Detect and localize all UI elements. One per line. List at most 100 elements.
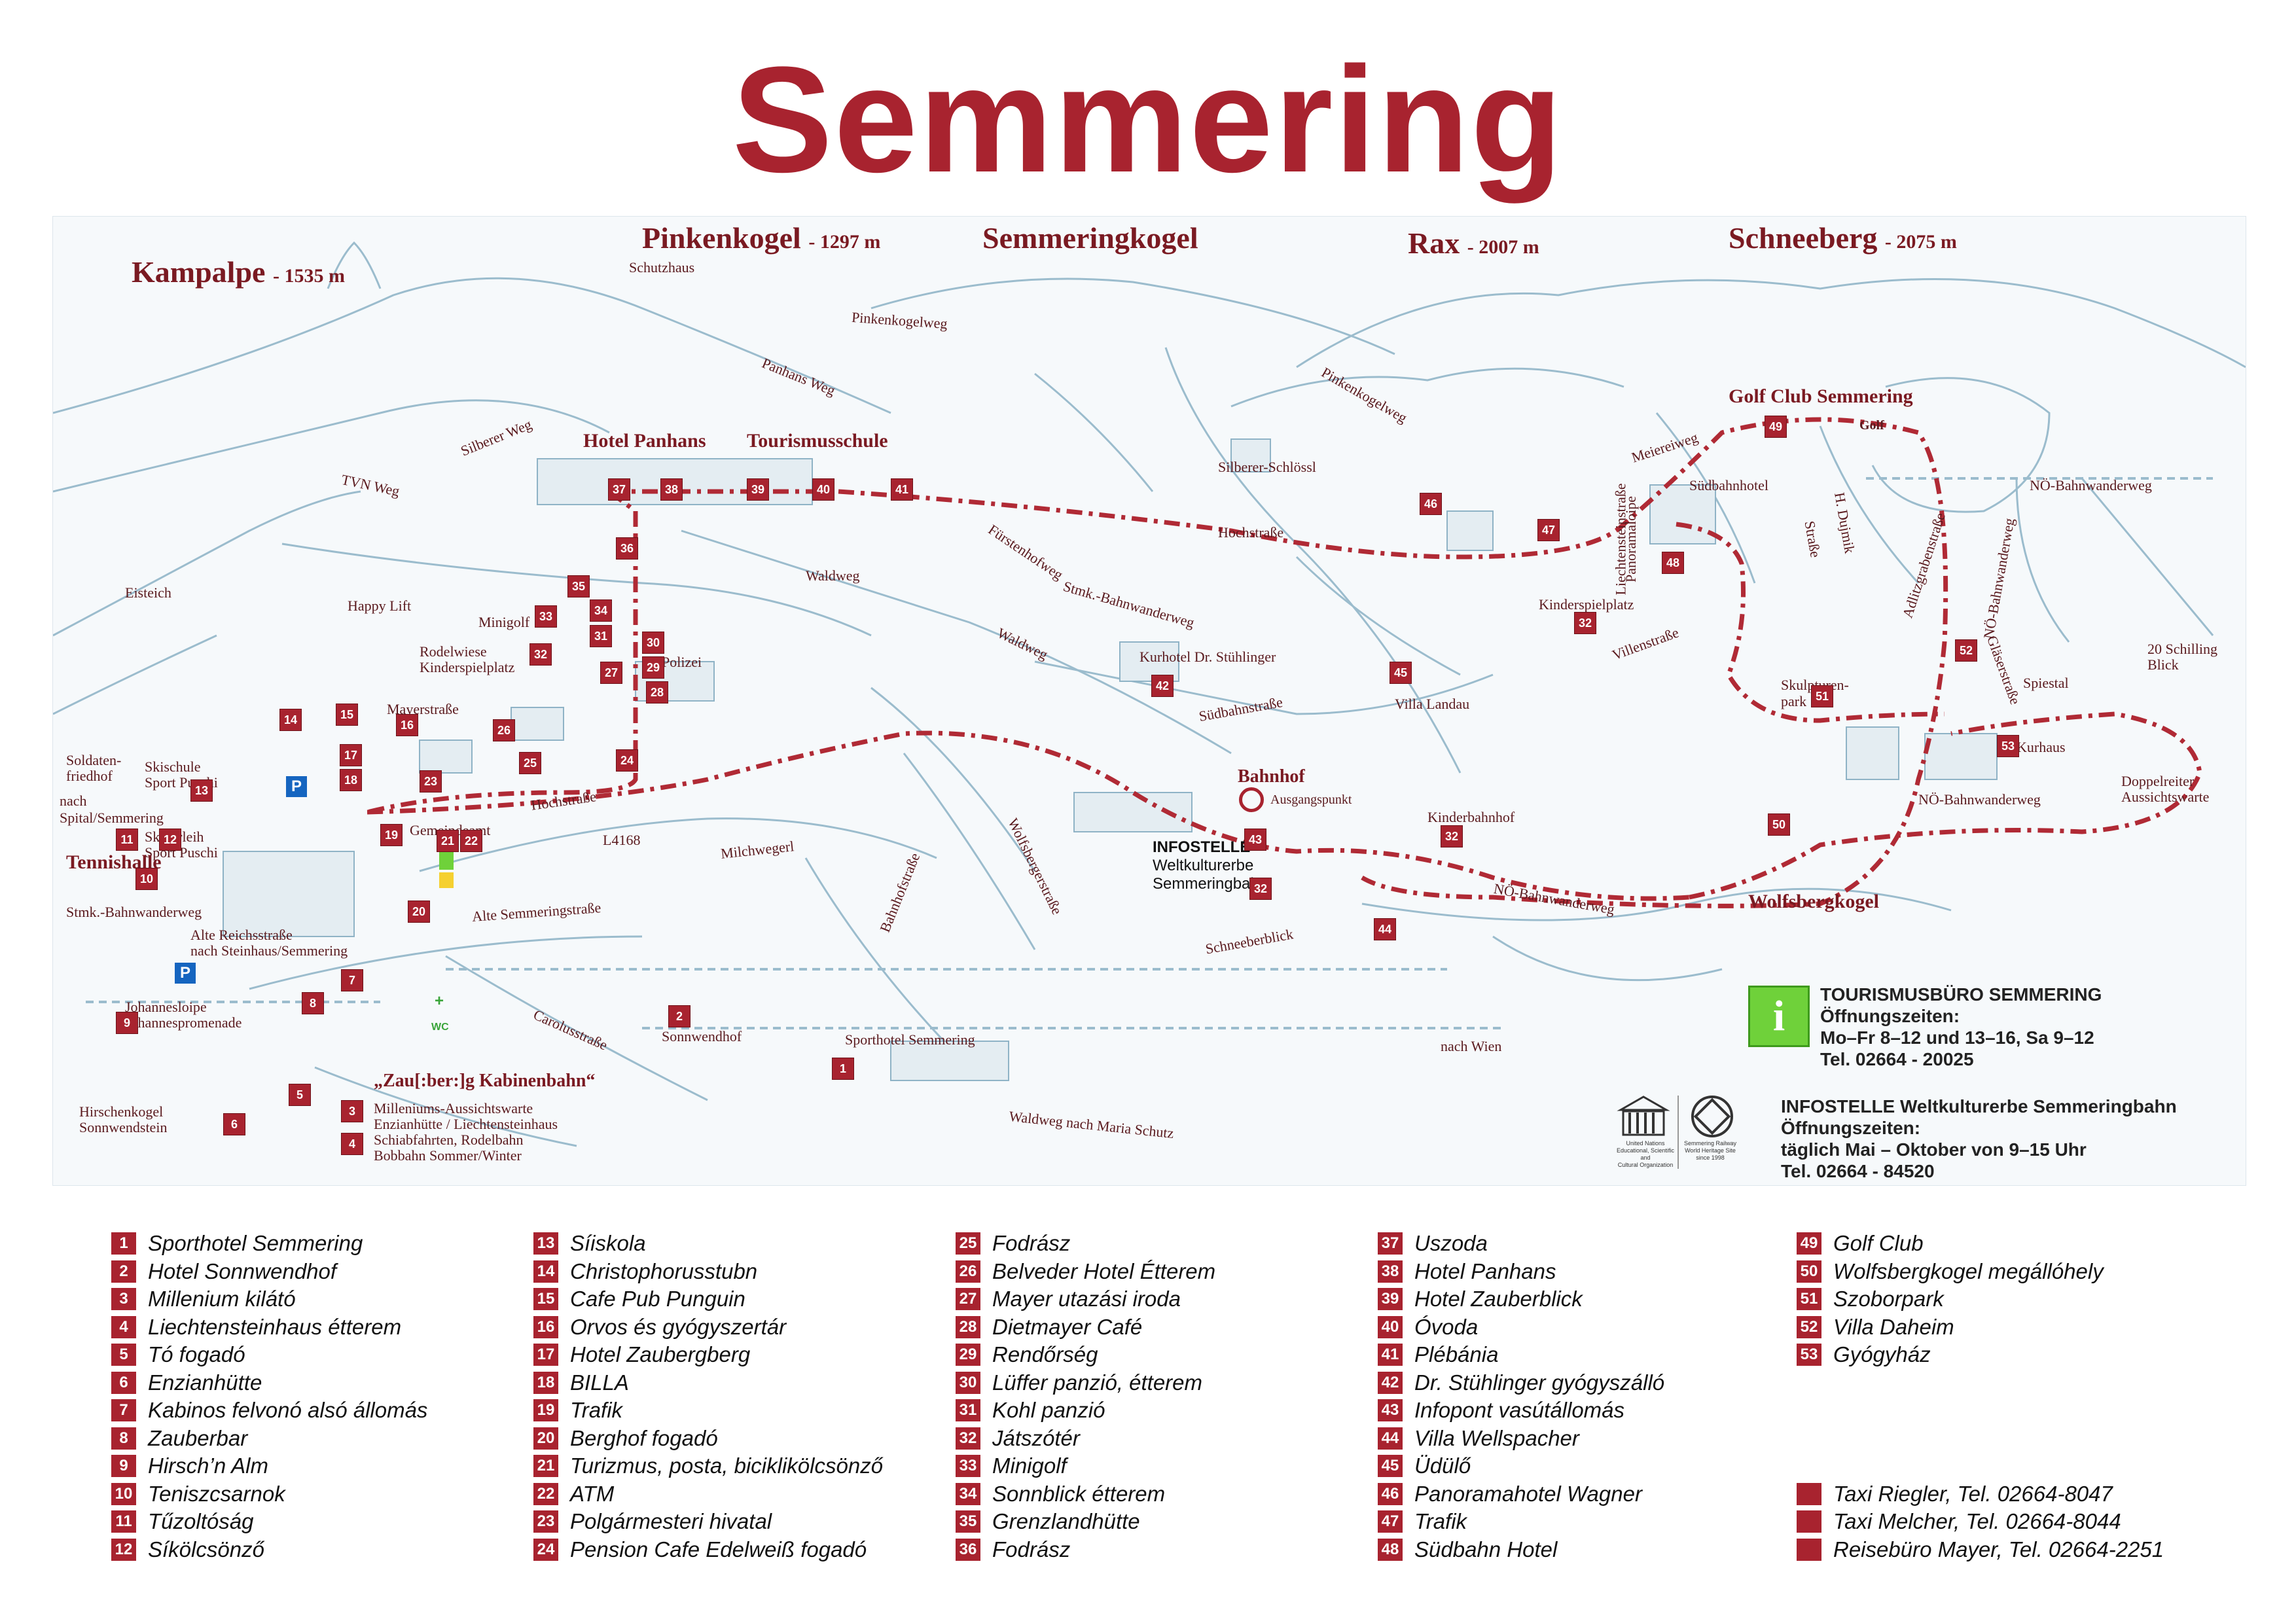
pin-45[interactable]: 45 (1390, 662, 1412, 684)
pin-37[interactable]: 37 (608, 478, 630, 501)
pin-32c[interactable]: 32 (1441, 825, 1463, 847)
pin-52[interactable]: 52 (1955, 639, 1977, 662)
pin-6[interactable]: 6 (223, 1113, 245, 1135)
pin-51[interactable]: 51 (1811, 685, 1833, 707)
pin-49[interactable]: 49 (1765, 416, 1787, 438)
pin-39[interactable]: 39 (747, 478, 769, 501)
pin-36[interactable]: 36 (616, 537, 638, 560)
pin-41[interactable]: 41 (891, 478, 913, 501)
pin-53[interactable]: 53 (1997, 735, 2019, 757)
pin-35[interactable]: 35 (567, 575, 590, 597)
pin-32[interactable]: 32 (529, 643, 552, 666)
town-map[interactable]: Kampalpe - 1535 m Pinkenkogel - 1297 m S… (52, 216, 2246, 1186)
pin-38[interactable]: 38 (660, 478, 683, 501)
pin-26[interactable]: 26 (493, 719, 515, 741)
pin-17[interactable]: 17 (340, 744, 362, 766)
pin-4[interactable]: 4 (341, 1133, 363, 1155)
pin-5[interactable]: 5 (289, 1084, 311, 1106)
pin-15[interactable]: 15 (336, 704, 358, 726)
pin-12[interactable]: 12 (159, 829, 181, 851)
pin-46[interactable]: 46 (1420, 493, 1442, 515)
pin-48[interactable]: 48 (1662, 552, 1684, 574)
pin-3[interactable]: 3 (341, 1100, 363, 1122)
pin-29[interactable]: 29 (642, 656, 664, 679)
pin-23[interactable]: 23 (420, 770, 442, 793)
pin-28[interactable]: 28 (646, 681, 668, 704)
taxi-item[interactable]: Taxi Riegler, Tel. 02664-8047 (1797, 1481, 2113, 1507)
pin-7[interactable]: 7 (341, 969, 363, 991)
pin-24[interactable]: 24 (616, 749, 638, 772)
pin-33[interactable]: 33 (535, 605, 557, 628)
pin-22[interactable]: 22 (460, 830, 482, 852)
pin-18[interactable]: 18 (340, 769, 362, 791)
pin-13[interactable]: 13 (190, 779, 213, 802)
pin-2[interactable]: 2 (668, 1005, 691, 1027)
pin-25[interactable]: 25 (519, 752, 541, 774)
pin-10[interactable]: 10 (135, 868, 158, 890)
pin-31[interactable]: 31 (590, 625, 612, 647)
pin-9[interactable]: 9 (116, 1012, 138, 1034)
pin-8[interactable]: 8 (302, 992, 324, 1014)
pin-1[interactable]: 1 (832, 1058, 854, 1080)
pin-50[interactable]: 50 (1768, 813, 1790, 836)
pin-16[interactable]: 16 (396, 714, 418, 736)
pin-40[interactable]: 40 (812, 478, 834, 501)
taxi-item[interactable]: Taxi Melcher, Tel. 02664-8044 (1797, 1508, 2121, 1535)
pin-20[interactable]: 20 (408, 901, 430, 923)
pin-27[interactable]: 27 (600, 662, 622, 684)
pin-19[interactable]: 19 (380, 824, 403, 846)
pin-42[interactable]: 42 (1151, 675, 1174, 697)
pin-32b[interactable]: 32 (1249, 878, 1272, 900)
taxi-item[interactable]: Reisebüro Mayer, Tel. 02664-2251 (1797, 1537, 2164, 1563)
pin-43[interactable]: 43 (1244, 829, 1266, 851)
